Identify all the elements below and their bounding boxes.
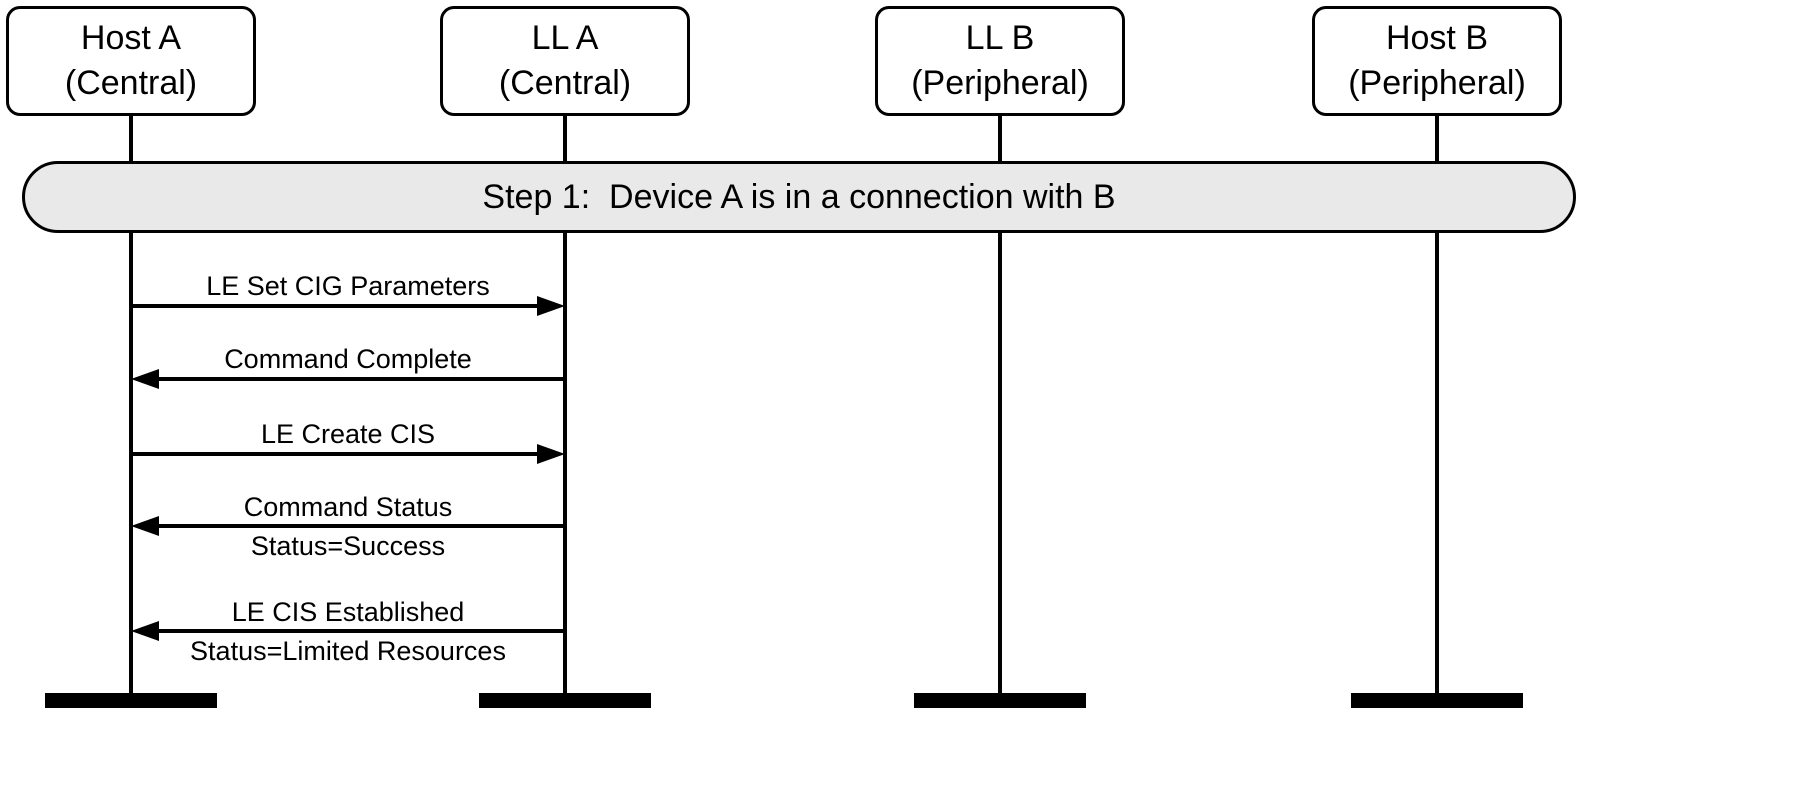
lifeline-ll-b bbox=[998, 114, 1002, 707]
message-arrow-line bbox=[133, 304, 537, 308]
actor-role: (Central) bbox=[498, 64, 632, 102]
step-banner: Step 1: Device A is in a connection with… bbox=[22, 161, 1576, 233]
lifeline-host-a bbox=[129, 114, 133, 707]
lifeline-end-bar-host-b bbox=[1351, 693, 1523, 708]
lifeline-host-b bbox=[1435, 114, 1439, 707]
step-banner-label: Step 1: Device A is in a connection with… bbox=[482, 177, 1116, 216]
message-arrow-line bbox=[159, 524, 563, 528]
actor-box-host-a: Host A (Central) bbox=[6, 6, 256, 116]
message-arrow-line bbox=[159, 377, 563, 381]
message-label: LE Set CIG Parameters bbox=[206, 271, 490, 301]
actor-name: LL B bbox=[965, 19, 1035, 58]
message-label: Command Status bbox=[243, 492, 453, 522]
message-label: LE Create CIS bbox=[260, 419, 436, 449]
arrowhead-left-icon bbox=[131, 369, 159, 389]
arrowhead-right-icon bbox=[537, 444, 565, 464]
message-arrow-line bbox=[133, 452, 537, 456]
actor-role: (Central) bbox=[64, 64, 198, 102]
message-sublabel: Status=Success bbox=[250, 531, 446, 561]
actor-box-ll-a: LL A (Central) bbox=[440, 6, 690, 116]
actor-name: Host A bbox=[80, 19, 182, 58]
message-label: Command Complete bbox=[224, 344, 472, 374]
arrowhead-right-icon bbox=[537, 296, 565, 316]
lifeline-ll-a bbox=[563, 114, 567, 707]
actor-box-ll-b: LL B (Peripheral) bbox=[875, 6, 1125, 116]
message-arrow-line bbox=[159, 629, 563, 633]
arrowhead-left-icon bbox=[131, 516, 159, 536]
actor-role: (Peripheral) bbox=[911, 64, 1089, 102]
lifeline-end-bar-host-a bbox=[45, 693, 217, 708]
message-label: LE CIS Established bbox=[231, 597, 465, 627]
lifeline-end-bar-ll-a bbox=[479, 693, 651, 708]
arrowhead-left-icon bbox=[131, 621, 159, 641]
actor-name: LL A bbox=[531, 19, 599, 58]
actor-role: (Peripheral) bbox=[1348, 64, 1526, 102]
actor-box-host-b: Host B (Peripheral) bbox=[1312, 6, 1562, 116]
lifeline-end-bar-ll-b bbox=[914, 693, 1086, 708]
message-sublabel: Status=Limited Resources bbox=[190, 636, 506, 666]
actor-name: Host B bbox=[1385, 19, 1489, 58]
